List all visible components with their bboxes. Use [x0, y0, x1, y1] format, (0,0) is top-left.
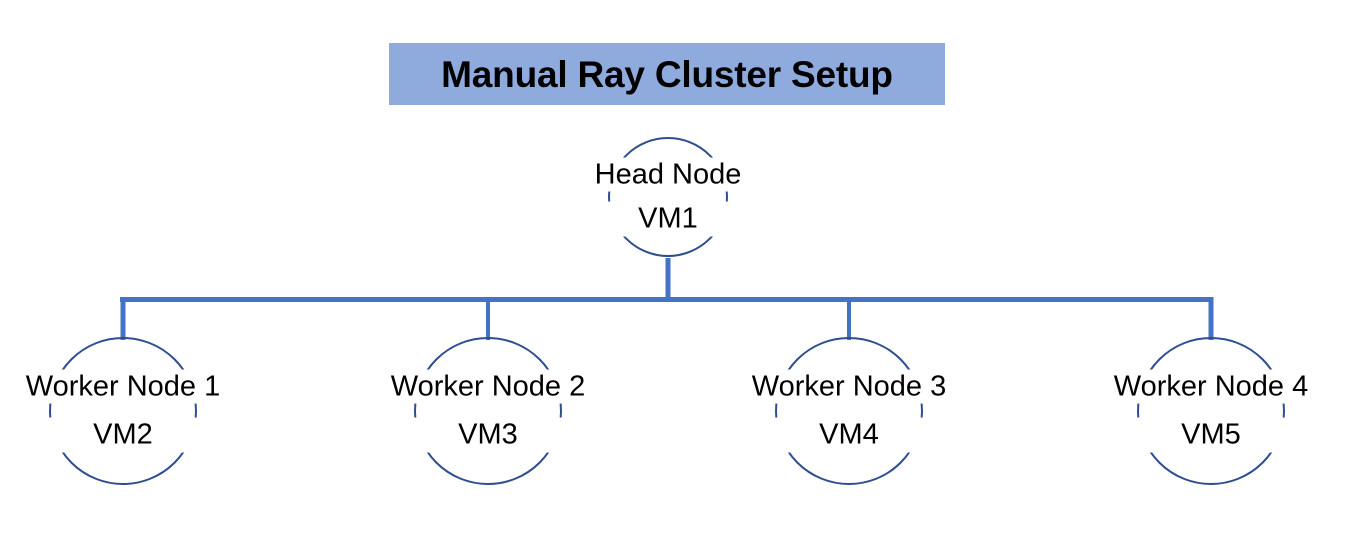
node-circle-icon — [775, 337, 923, 485]
node-worker-1[interactable]: Worker Node 1 VM2 — [15, 337, 231, 485]
node-circle-icon — [608, 137, 728, 257]
node-worker-2-vm-label: VM3 — [380, 418, 596, 453]
node-worker-4[interactable]: Worker Node 4 VM5 — [1103, 337, 1319, 485]
node-head-vm-label: VM1 — [584, 202, 752, 237]
node-worker-3-labels: Worker Node 3 VM4 — [741, 369, 957, 453]
node-worker-3[interactable]: Worker Node 3 VM4 — [741, 337, 957, 485]
node-worker-4-vm-label: VM5 — [1103, 418, 1319, 453]
node-worker-4-labels: Worker Node 4 VM5 — [1103, 369, 1319, 453]
node-worker-2-role-label: Worker Node 2 — [380, 369, 596, 404]
diagram-title-box: Manual Ray Cluster Setup — [389, 43, 945, 105]
node-worker-2[interactable]: Worker Node 2 VM3 — [380, 337, 596, 485]
node-worker-3-role-label: Worker Node 3 — [741, 369, 957, 404]
node-worker-4-role-label: Worker Node 4 — [1103, 369, 1319, 404]
node-worker-1-vm-label: VM2 — [15, 418, 231, 453]
node-head-role-label: Head Node — [584, 157, 752, 192]
node-worker-2-labels: Worker Node 2 VM3 — [380, 369, 596, 453]
node-circle-icon — [1137, 337, 1285, 485]
node-worker-1-labels: Worker Node 1 VM2 — [15, 369, 231, 453]
node-worker-1-role-label: Worker Node 1 — [15, 369, 231, 404]
node-head[interactable]: Head Node VM1 — [584, 137, 752, 257]
node-worker-3-vm-label: VM4 — [741, 418, 957, 453]
node-circle-icon — [49, 337, 197, 485]
page-title: Manual Ray Cluster Setup — [441, 53, 893, 95]
node-circle-icon — [414, 337, 562, 485]
node-head-labels: Head Node VM1 — [584, 157, 752, 237]
